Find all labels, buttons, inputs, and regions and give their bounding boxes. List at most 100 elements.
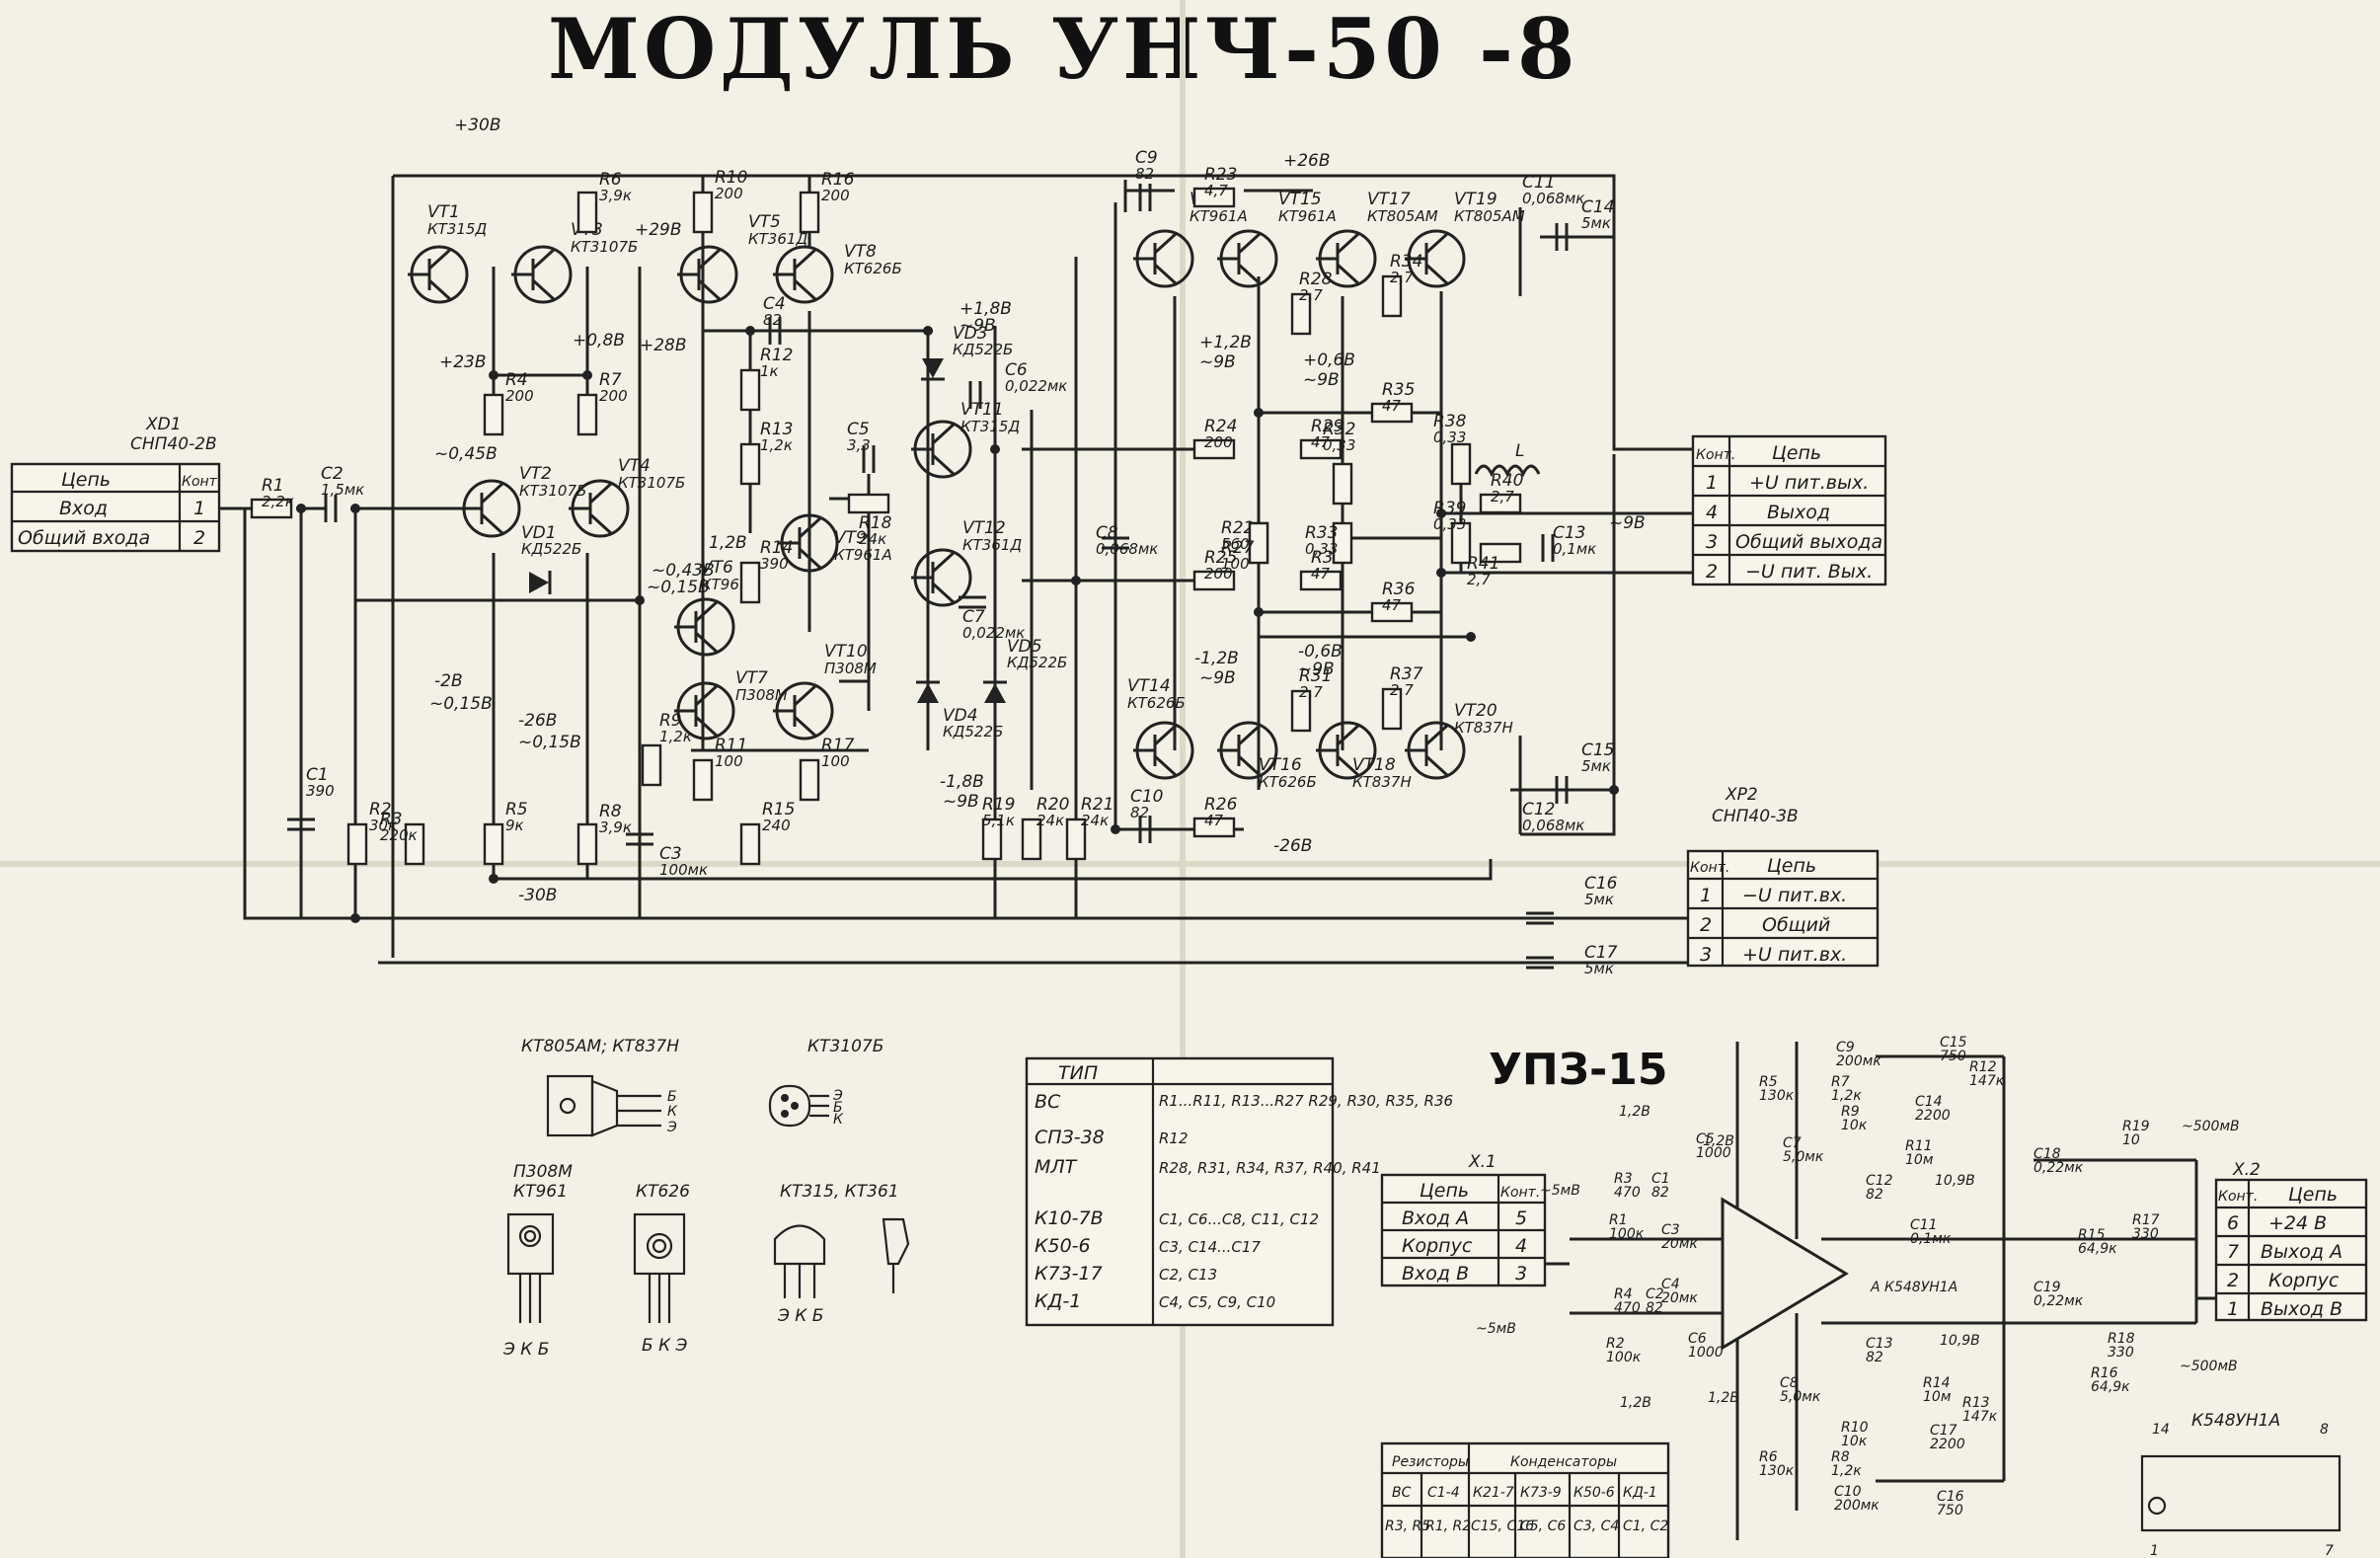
pkg-kt961-pins: Э К Б	[502, 1340, 549, 1360]
upz-part-r3-2-ref: R3	[1614, 1171, 1633, 1187]
upz-part-c1-19-val: 82	[1651, 1185, 1669, 1201]
upz-part-r2-1-ref: R2	[1606, 1336, 1625, 1352]
resistor-r34-body	[1381, 274, 1403, 318]
parts-row-k50-list: C3, C14...C17	[1159, 1238, 1261, 1256]
xp2-name: XP2	[1725, 785, 1758, 805]
resistor-r28-val: 2,7	[1299, 286, 1323, 304]
upz-note-7: 1,2В	[1708, 1390, 1739, 1406]
output-row3-pin: 3	[1706, 531, 1718, 553]
upz-part-labels: R1100кR2100кR3470R4470R5130кR6130кR71,2к…	[1606, 1035, 2160, 1519]
bt-cell-5: С1, С2	[1623, 1519, 1668, 1534]
output-row2-name: Выход	[1767, 502, 1830, 523]
resistor-r28-body	[1290, 292, 1312, 336]
resistor-r18-ref: R18	[859, 513, 892, 533]
xd1-row-common: Общий входа	[18, 527, 150, 549]
voltage-label-v-9f: ~9В	[943, 792, 979, 812]
upz-part-c11-29-val: 0,1мк	[1910, 1231, 1952, 1247]
upz-components-table: Резисторы Конденсаторы ВС С1-4 К21-7 К73…	[1380, 1441, 1670, 1558]
upz-part-r13-12-val: 147к	[1962, 1409, 1998, 1425]
bt-cell-3: С5, С6	[1520, 1519, 1566, 1534]
upz-part-r7-6-val: 1,2к	[1831, 1088, 1862, 1104]
resistor-r23-ref: R23	[1204, 165, 1237, 185]
x2-row4-name: Выход В	[2261, 1298, 2342, 1320]
resistor-r30-val: 47	[1311, 565, 1331, 583]
resistor-r25-ref: R25	[1204, 548, 1237, 568]
resistor-r22-val: 560	[1221, 535, 1250, 553]
upz-part-c19-37-ref: C19	[2034, 1280, 2061, 1295]
upz-part-r16-15-val: 64,9к	[2091, 1379, 2130, 1395]
upz-part-c10-28-ref: C10	[1834, 1484, 1862, 1500]
resistor-r34-val: 2,7	[1390, 269, 1414, 286]
transistor-vt8-ref: VT8	[844, 242, 877, 262]
pkg-kt805-pin-b: Б	[667, 1089, 677, 1105]
transistor-vt17-type: КТ805АМ	[1367, 207, 1438, 225]
upz-part-r11-10-val: 10м	[1905, 1152, 1934, 1168]
resistor-r25-body	[1192, 570, 1236, 591]
voltage-label-v-p28: +28В	[640, 336, 687, 355]
pkg-kt626-pins: Б К Э	[642, 1336, 688, 1356]
capacitor-c2-ref: C2	[321, 464, 344, 484]
transistor-vt6-ref: VT6	[701, 558, 733, 578]
upz-part-r4-3-ref: R4	[1614, 1286, 1633, 1302]
bt-header-capacitors: Конденсаторы	[1510, 1454, 1617, 1470]
transistor-vt11-type: КТ315Д	[960, 418, 1020, 435]
resistor-r35-ref: R35	[1382, 380, 1415, 400]
diode-vd1-type: КД522Б	[521, 540, 581, 558]
resistor-r26-val: 47	[1204, 812, 1224, 829]
resistor-r17-val: 100	[821, 752, 850, 770]
resistor-r20-ref: R20	[1036, 795, 1069, 815]
capacitor-c14-ref: C14	[1581, 197, 1615, 217]
upz-part-c7-25-ref: C7	[1783, 1135, 1802, 1151]
transistor-vt19-type: КТ805АМ	[1454, 207, 1525, 225]
transistor-vt9-ref: VT9	[834, 528, 867, 548]
voltage-labels: +30В+26В+23В+29В+28В+0,8В~0,45В~0,43В-2В…	[429, 116, 1646, 905]
resistor-r31-val: 2,7	[1299, 683, 1323, 701]
inductor-label: L	[1515, 441, 1524, 461]
resistor-r37-ref: R37	[1390, 664, 1423, 684]
upz-part-r8-7-val: 1,2к	[1831, 1463, 1862, 1479]
voltage-label-v-m06: -0,6В	[1298, 642, 1343, 662]
resistor-r10-val: 200	[715, 185, 743, 202]
capacitor-c7-ref: C7	[962, 607, 985, 627]
upz-part-r1-0-val: 100к	[1609, 1226, 1645, 1242]
transistor-vt15-type: КТ961А	[1278, 207, 1337, 225]
diode-vd4-type: КД522Б	[943, 723, 1003, 740]
upz-part-r14-13-ref: R14	[1923, 1375, 1951, 1391]
upz-part-c7-25-val: 5,0мк	[1783, 1149, 1824, 1165]
resistor-r21-val: 24к	[1081, 812, 1109, 829]
xd1-name: XD1	[145, 415, 182, 434]
capacitor-c7-val: 0,022мк	[962, 624, 1025, 642]
upz-part-r19-18-ref: R19	[2122, 1119, 2150, 1134]
voltage-label-v-m30: -30В	[518, 886, 557, 905]
connector-x2: X.2 Конт. Цепь 6 +24 В 7 Выход А 2 Корпу…	[2214, 1160, 2368, 1322]
resistor-r39-val: 0,33	[1433, 515, 1466, 533]
bt-sub-1: С1-4	[1427, 1485, 1460, 1501]
transistor-vt20-type: КТ837Н	[1454, 719, 1513, 737]
upz-part-r10-9-ref: R10	[1841, 1420, 1869, 1436]
resistor-r14-ref: R14	[760, 538, 793, 558]
transistor-vt5-ref: VT5	[748, 212, 781, 232]
voltage-label-v-p08: +0,8В	[573, 331, 625, 351]
output-header-contact: Конт.	[1696, 447, 1735, 463]
upz-part-r15-14-val: 64,9к	[2078, 1241, 2117, 1257]
resistor-r40-ref: R40	[1491, 471, 1523, 491]
capacitor-c14-val: 5мк	[1581, 214, 1611, 232]
parts-row-k73-list: C2, C13	[1159, 1266, 1217, 1284]
upz-part-c16-34-ref: C16	[1937, 1489, 1964, 1505]
x2-name: X.2	[2232, 1160, 2261, 1180]
parts-row-vs-type: ВС	[1035, 1091, 1061, 1113]
xp2-row2-name: Общий	[1762, 914, 1830, 936]
resistor-r3-ref: R3	[380, 810, 403, 829]
upz-part-c18-36-val: 0,22мк	[2034, 1160, 2084, 1176]
bt-cell-1: R1, R2	[1425, 1519, 1471, 1534]
bt-sub-3: К73-9	[1520, 1485, 1562, 1501]
capacitor-c9-ref: C9	[1135, 148, 1158, 168]
voltage-label-v-p06: +0,6В	[1303, 351, 1355, 370]
resistor-r5-body	[483, 822, 504, 866]
xp2-row3-pin: 3	[1700, 944, 1712, 966]
resistor-r37-body	[1381, 687, 1403, 731]
output-row1-pin: 1	[1706, 472, 1718, 494]
x2-header-contact: Конт.	[2218, 1189, 2258, 1205]
resistor-r29-ref: R29	[1311, 417, 1344, 436]
ic-pin-1: 1	[2150, 1543, 2159, 1558]
